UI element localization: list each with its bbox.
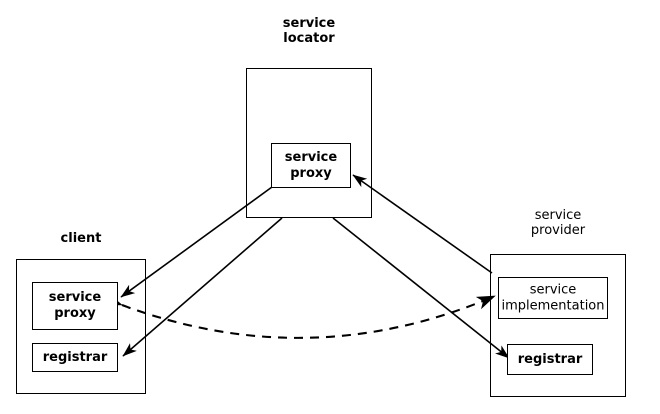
service-provider-registrar-box[interactable]: registrar	[507, 344, 593, 375]
service-locator-service-proxy-box[interactable]: service proxy	[271, 143, 351, 188]
client-service-proxy-line1: service	[48, 290, 102, 306]
client-service-proxy-box[interactable]: service proxy	[32, 282, 118, 330]
service-locator-title: service locator	[246, 16, 372, 47]
client-registrar-box[interactable]: registrar	[32, 343, 118, 372]
service-provider-title: service provider	[490, 208, 626, 239]
service-implementation-label: service implementation	[501, 282, 604, 313]
service-provider-box[interactable]	[490, 254, 626, 397]
service-implementation-line1: service	[529, 282, 577, 298]
service-implementation-line2: implementation	[501, 298, 605, 313]
service-locator-title-line2: locator	[283, 31, 335, 47]
client-box[interactable]	[16, 259, 146, 394]
service-locator-box[interactable]	[246, 68, 372, 218]
service-locator-service-proxy-line2: proxy	[290, 165, 332, 181]
service-implementation-box[interactable]: service implementation	[498, 277, 608, 319]
edge-provider-to-locator-proxy	[352, 174, 493, 274]
client-title: client	[16, 231, 146, 246]
client-service-proxy-line2: proxy	[54, 306, 96, 321]
service-provider-title-line2: provider	[530, 223, 586, 239]
client-service-proxy-label: service proxy	[49, 290, 101, 321]
service-locator-service-proxy-line1: service	[284, 149, 338, 165]
edge-locator-to-provider-registrar	[332, 217, 510, 359]
edge-locator-to-client-registrar	[122, 217, 283, 357]
service-provider-registrar-label: registrar	[517, 351, 583, 367]
edge-client-proxy-to-service-implementation	[102, 292, 496, 339]
client-registrar-label: registrar	[42, 349, 108, 365]
service-locator-service-proxy-label: service proxy	[285, 150, 337, 181]
service-provider-title-line1: service	[534, 208, 582, 223]
client-title-text: client	[60, 231, 102, 246]
service-locator-title-line1: service	[282, 16, 336, 31]
